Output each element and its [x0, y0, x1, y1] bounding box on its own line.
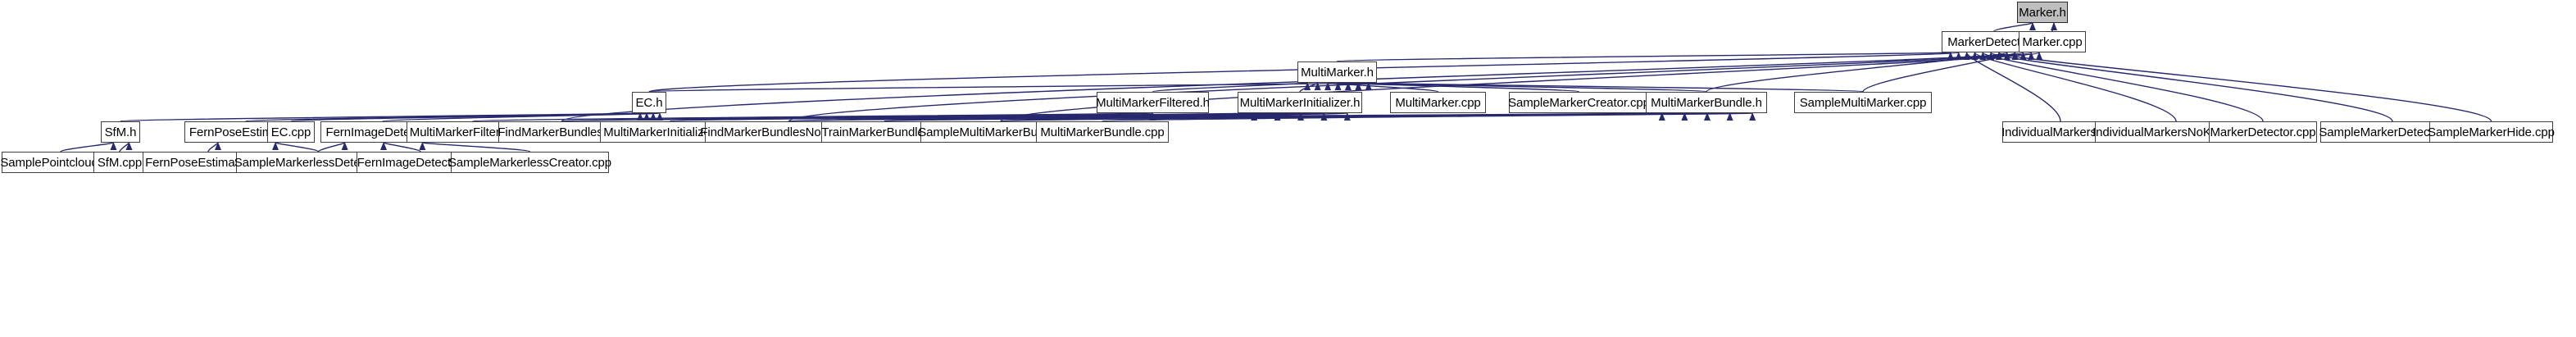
graph-node-label: MultiMarkerBundle.h: [1651, 95, 1762, 110]
graph-node-label: MultiMarker.cpp: [1395, 95, 1481, 110]
graph-node-samplemarkerhide-cpp[interactable]: SampleMarkerHide.cpp: [2428, 121, 2555, 143]
graph-node-samplemultimarker-cpp[interactable]: SampleMultiMarker.cpp: [1794, 92, 1932, 113]
graph-node-samplemarkerlesscreator-cpp[interactable]: SampleMarkerlessCreator.cpp: [448, 152, 611, 173]
graph-node-label: SfM.h: [104, 125, 137, 139]
graph-edge: [207, 142, 221, 153]
graph-node-label: EC.cpp: [270, 125, 311, 139]
graph-edge: [1996, 52, 2492, 122]
graph-edge: [380, 142, 421, 153]
graph-node-multimarkerfiltered-h[interactable]: MultiMarkerFiltered.h: [1096, 92, 1210, 113]
graph-node-label: SampleMarkerHide.cpp: [2428, 125, 2555, 139]
graph-edge: [1988, 52, 2393, 122]
graph-node-label: SamplePointcloud.cpp: [0, 155, 121, 170]
graph-node-multimarker-h[interactable]: MultiMarker.h: [1297, 61, 1377, 83]
graph-node-multimarkerbundle-cpp[interactable]: MultiMarkerBundle.cpp: [1036, 121, 1169, 143]
graph-edge: [1336, 52, 1951, 62]
graph-node-label: SampleMarkerlessCreator.cpp: [448, 155, 612, 170]
graph-edge: [119, 142, 133, 153]
graph-edge: [1000, 112, 1348, 122]
graph-edge: [561, 112, 1663, 122]
graph-edge: [1152, 82, 1310, 93]
graph-edge: [382, 112, 661, 122]
graph-edge: [884, 112, 1325, 122]
graph-node-label: MultiMarker.h: [1301, 65, 1374, 80]
graph-edge: [1347, 82, 1707, 93]
graph-edge: [60, 142, 117, 153]
graph-node-label: Marker.cpp: [2022, 34, 2083, 49]
graph-edge: [1357, 82, 1864, 93]
graph-edge: [648, 82, 1370, 93]
graph-edge: [1963, 52, 2061, 122]
graph-edge: [884, 112, 1708, 122]
graph-node-sfm-cpp[interactable]: SfM.cpp: [93, 152, 146, 173]
graph-edge: [2050, 22, 2057, 32]
graph-node-label: MarkerDetector.cpp: [2210, 125, 2316, 139]
graph-edge: [1000, 112, 1731, 122]
graph-edge: [317, 142, 348, 153]
graph-edge: [1299, 82, 1321, 93]
graph-node-multimarkerbundle-h[interactable]: MultiMarkerBundle.h: [1646, 92, 1767, 113]
graph-edge: [788, 112, 1686, 122]
graph-node-sfm-h[interactable]: SfM.h: [101, 121, 140, 143]
graph-edge: [1979, 52, 2264, 122]
graph-node-label: SampleMarkerCreator.cpp: [1508, 95, 1650, 110]
graph-edge: [1102, 112, 1753, 122]
graph-edge: [1706, 52, 2010, 93]
graph-edge: [1862, 52, 2019, 93]
graph-node-label: SampleMultiMarker.cpp: [1799, 95, 1927, 110]
graph-edge: [120, 112, 641, 122]
graph-edge: [245, 112, 647, 122]
graph-edge: [420, 142, 531, 153]
graph-node-ec-h[interactable]: EC.h: [632, 92, 666, 113]
graph-node-multimarker-cpp[interactable]: MultiMarker.cpp: [1390, 92, 1486, 113]
graph-node-label: EC.h: [635, 95, 663, 110]
graph-node-label: IndividualMarkers.cpp: [2001, 125, 2119, 139]
graph-node-label: SfM.cpp: [97, 155, 143, 170]
graph-node-ec-cpp[interactable]: EC.cpp: [267, 121, 315, 143]
graph-edge: [561, 112, 1255, 122]
graph-edge: [669, 112, 1279, 122]
graph-edge: [290, 112, 654, 122]
graph-node-label: MultiMarkerBundle.cpp: [1040, 125, 1165, 139]
graph-node-label: FindMarkerBundles.cpp: [497, 125, 626, 139]
graph-edge: [1336, 82, 1580, 93]
graph-node-label: MarkerDetector.h: [1947, 34, 2041, 49]
graph-edge: [1993, 22, 2036, 32]
graph-edge: [788, 112, 1302, 122]
graph-edge: [472, 112, 1154, 122]
graph-node-label: SampleMarkerDetector.cpp: [2319, 125, 2466, 139]
graph-node-multimarkerinitializer-h[interactable]: MultiMarkerInitializer.h: [1238, 92, 1362, 113]
graph-node-marker-h[interactable]: Marker.h: [2017, 2, 2068, 23]
graph-node-label: Marker.h: [2019, 5, 2066, 20]
graph-edge: [272, 142, 320, 153]
graph-edge: [1971, 52, 2177, 122]
graph-node-samplemarkercreator-cpp[interactable]: SampleMarkerCreator.cpp: [1508, 92, 1650, 113]
graph-node-label: MultiMarkerFiltered.h: [1096, 95, 1210, 110]
graph-node-markerdetector-cpp[interactable]: MarkerDetector.cpp: [2209, 121, 2317, 143]
graph-node-marker-cpp[interactable]: Marker.cpp: [2019, 31, 2086, 52]
graph-node-label: TrainMarkerBundle.cpp: [821, 125, 947, 139]
graph-node-label: MultiMarkerInitializer.h: [1239, 95, 1361, 110]
graph-edge: [1324, 82, 1439, 93]
graph-node-label: MultiMarkerInitializer.cpp: [603, 125, 737, 139]
